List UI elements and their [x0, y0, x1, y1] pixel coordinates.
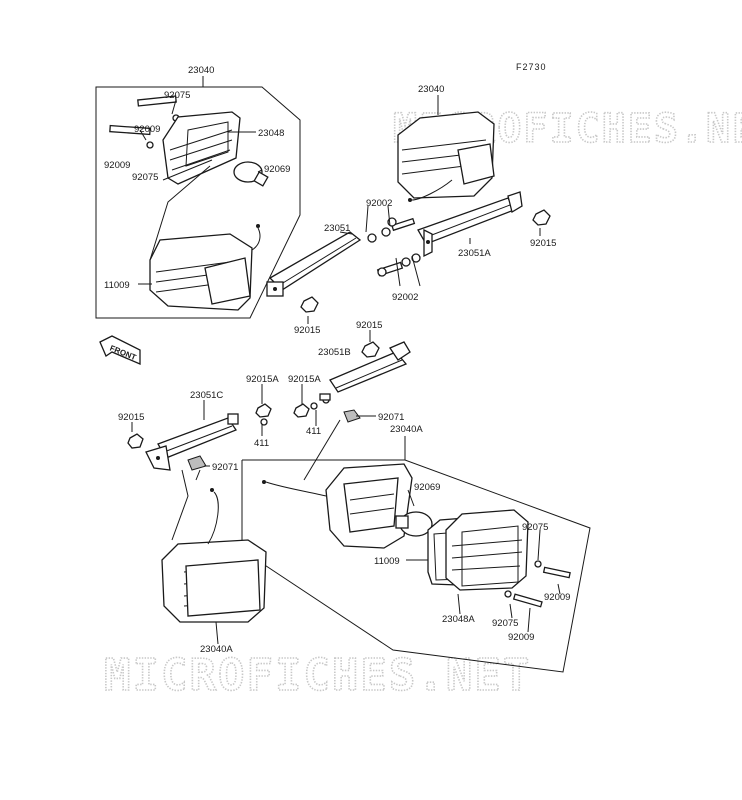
group-outline-top-left: [95, 86, 301, 319]
label-11009-b: 11009: [374, 556, 400, 567]
label-92071-a: 92071: [378, 412, 404, 423]
housing-23040A-left: [161, 488, 267, 623]
bolt-lower-right-b: [504, 590, 543, 608]
nut-92015A-b: [293, 403, 310, 418]
bolt-upper-left: [137, 95, 180, 122]
label-92075-c: 92075: [522, 522, 548, 533]
label-92069-b: 92069: [414, 482, 440, 493]
label-23040-b: 23040: [418, 84, 444, 95]
lens-23048A: [445, 509, 529, 591]
label-92009-d: 92009: [508, 632, 534, 643]
stay-23051B: [319, 341, 411, 404]
label-92009-c: 92009: [544, 592, 570, 603]
nut-92015A-a: [255, 403, 272, 418]
label-92069-a: 92069: [264, 164, 290, 175]
label-92075-d: 92075: [492, 618, 518, 629]
label-92015-b: 92015: [530, 238, 556, 249]
label-23040-a: 23040: [188, 65, 214, 76]
nut-92015-c: [361, 341, 380, 358]
bolts-92002-lower: [376, 253, 421, 277]
label-23051A: 23051A: [458, 248, 491, 259]
label-92075-b: 92075: [132, 172, 158, 183]
label-23051B: 23051B: [318, 347, 351, 358]
stay-23051A: [417, 191, 523, 258]
label-92015A-b: 92015A: [288, 374, 321, 385]
nut-92015-d: [127, 433, 144, 449]
label-23048A: 23048A: [442, 614, 475, 625]
label-92002-a: 92002: [366, 198, 392, 209]
label-92009-b: 92009: [104, 160, 130, 171]
stay-23051C: [145, 413, 239, 471]
nut-92015-a: [300, 296, 319, 313]
leader-lines: [131, 95, 561, 645]
label-92009-a: 92009: [134, 124, 160, 135]
stay-23051: [266, 231, 362, 297]
grommet-92071-b: [187, 455, 207, 471]
washer-411-b: [310, 402, 318, 410]
nut-92015-b: [532, 209, 551, 226]
label-23051: 23051: [324, 223, 350, 234]
housing-11009-top: [149, 224, 261, 311]
bulb-92069-bottom: [395, 511, 433, 537]
label-23040A-b: 23040A: [200, 644, 233, 655]
label-11009-a: 11009: [104, 280, 130, 291]
grommet-92071-a: [343, 409, 361, 423]
label-23051C: 23051C: [190, 390, 223, 401]
watermark-bottom: MICROFICHES.NET: [104, 650, 531, 701]
label-23040A-a: 23040A: [390, 424, 423, 435]
housing-23040-right: [397, 111, 495, 202]
label-23048: 23048: [258, 128, 284, 139]
bulb-92069-top: [233, 161, 269, 187]
part-labels: 23040 92075 92009 23048 92009 92075 9206…: [104, 65, 570, 655]
label-411-b: 411: [306, 426, 321, 437]
label-92075-a: 92075: [164, 90, 190, 101]
label-92071-b: 92071: [212, 462, 238, 473]
label-92015-a: 92015: [294, 325, 320, 336]
bolt-lower-right-a: [534, 560, 571, 579]
washer-411-a: [260, 418, 268, 426]
leader: [303, 419, 341, 481]
figure-ref: F2730: [516, 62, 547, 72]
label-92015-c: 92015: [356, 320, 382, 331]
bolts-92002-upper: [367, 217, 416, 243]
label-411-a: 411: [254, 438, 269, 449]
label-92015A-a: 92015A: [246, 374, 279, 385]
front-arrow: FRONT: [99, 335, 141, 365]
leader: [149, 159, 213, 261]
leader: [365, 205, 421, 287]
label-92002-b: 92002: [392, 292, 418, 303]
bolt-lower-left: [109, 124, 154, 149]
label-92015-d: 92015: [118, 412, 144, 423]
housing-11009-bottom: [262, 463, 413, 549]
leader: [171, 469, 201, 541]
lens-23048: [162, 111, 241, 185]
